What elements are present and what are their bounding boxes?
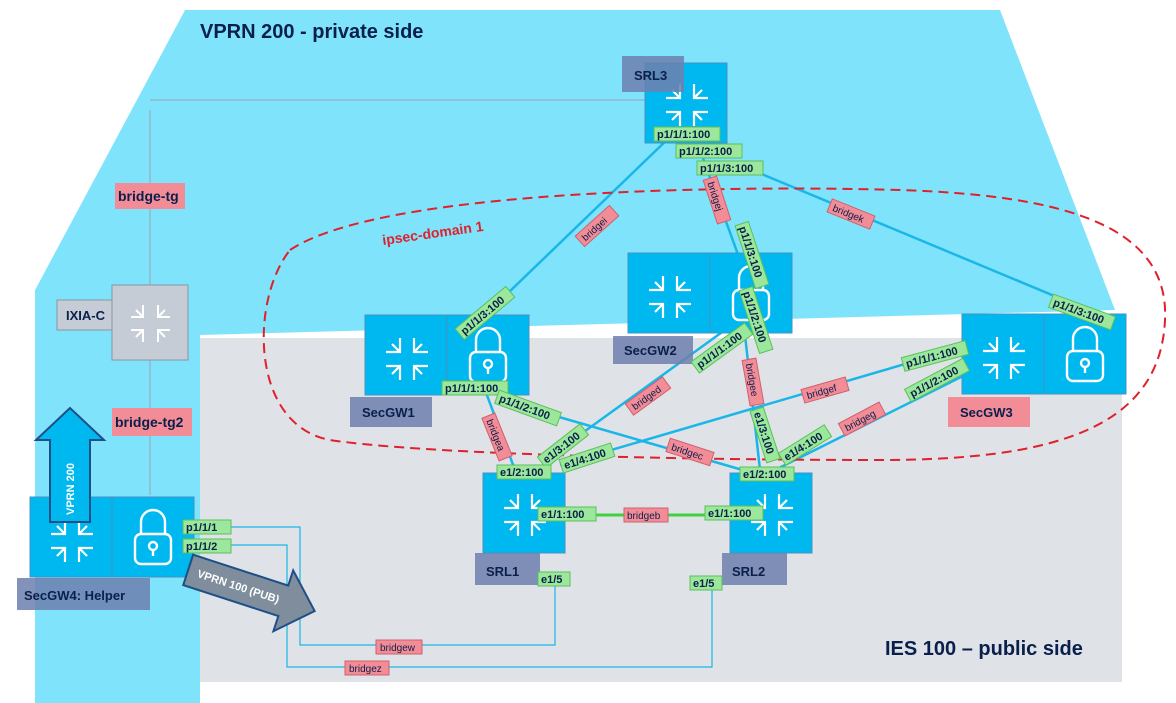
vprn200-arrow-label: VPRN 200	[65, 463, 77, 515]
ixia-c-tag	[56, 299, 113, 331]
bridge-tg2-text: bridge-tg2	[115, 414, 184, 430]
secgw3-tag	[948, 397, 1030, 427]
port-label: e1/2:100	[500, 467, 543, 479]
link-bridgei	[479, 134, 673, 321]
port-label: e1/5	[541, 574, 562, 586]
secgw4-name: SecGW4: Helper	[24, 588, 125, 603]
router-icon	[751, 494, 793, 536]
secgw2-gateway[interactable]	[627, 252, 793, 334]
link-bridgew	[185, 526, 556, 646]
srl3-name: SRL3	[634, 68, 667, 83]
srl2-name: SRL2	[732, 564, 765, 579]
srl2-tag	[722, 553, 787, 585]
srl3-tag	[622, 56, 684, 92]
link-bridgez	[185, 544, 713, 668]
port-label: p1/1/2:100	[679, 146, 732, 158]
port-label: p1/1/1:100	[657, 129, 710, 141]
secgw1-name: SecGW1	[362, 405, 415, 420]
ixia-c-name: IXIA-C	[66, 308, 106, 323]
srl1-tag	[475, 553, 540, 585]
private-zone-title: VPRN 200 - private side	[200, 21, 423, 43]
router-icon	[131, 305, 170, 342]
router-icon	[649, 276, 691, 318]
secgw2-name: SecGW2	[624, 343, 677, 358]
port-label: p1/1/3:100	[700, 163, 753, 175]
router-icon	[51, 520, 93, 562]
secgw3-gateway[interactable]	[961, 313, 1127, 395]
srl2-router[interactable]	[729, 472, 813, 554]
public-zone-title: IES 100 – public side	[885, 638, 1083, 660]
port-label: p1/1/2	[186, 541, 217, 553]
port-label: p1/1/1:100	[445, 383, 498, 395]
router-icon	[386, 338, 428, 380]
port-label: p1/1/1	[186, 522, 217, 534]
bridge-label: bridgeb	[627, 511, 661, 522]
lock-icon	[1065, 325, 1105, 383]
port-label: e1/1:100	[541, 509, 584, 521]
port-label: e1/1:100	[708, 508, 751, 520]
srl1-name: SRL1	[486, 564, 519, 579]
link-bridgef	[559, 343, 971, 467]
bridge-tg-text: bridge-tg	[118, 188, 179, 204]
secgw1-tag	[350, 397, 432, 427]
port-label: e1/2:100	[743, 469, 786, 481]
router-icon	[983, 337, 1025, 379]
vprn200-arrow: VPRN 200	[33, 406, 107, 523]
link-bridgek	[739, 163, 1101, 317]
bridge-tg-label	[115, 183, 185, 209]
private-zone	[0, 10, 1115, 703]
bridge-label: bridgez	[349, 664, 382, 675]
bridge-tg2-label	[112, 408, 192, 436]
ixia-c-node[interactable]	[111, 284, 189, 361]
port-label: e1/5	[693, 578, 714, 590]
secgw4-tag	[17, 578, 150, 610]
lock-icon	[133, 508, 173, 566]
secgw3-name: SecGW3	[960, 405, 1013, 420]
bridge-label: bridgew	[380, 643, 416, 654]
secgw2-tag	[613, 336, 693, 364]
router-icon	[504, 494, 546, 536]
